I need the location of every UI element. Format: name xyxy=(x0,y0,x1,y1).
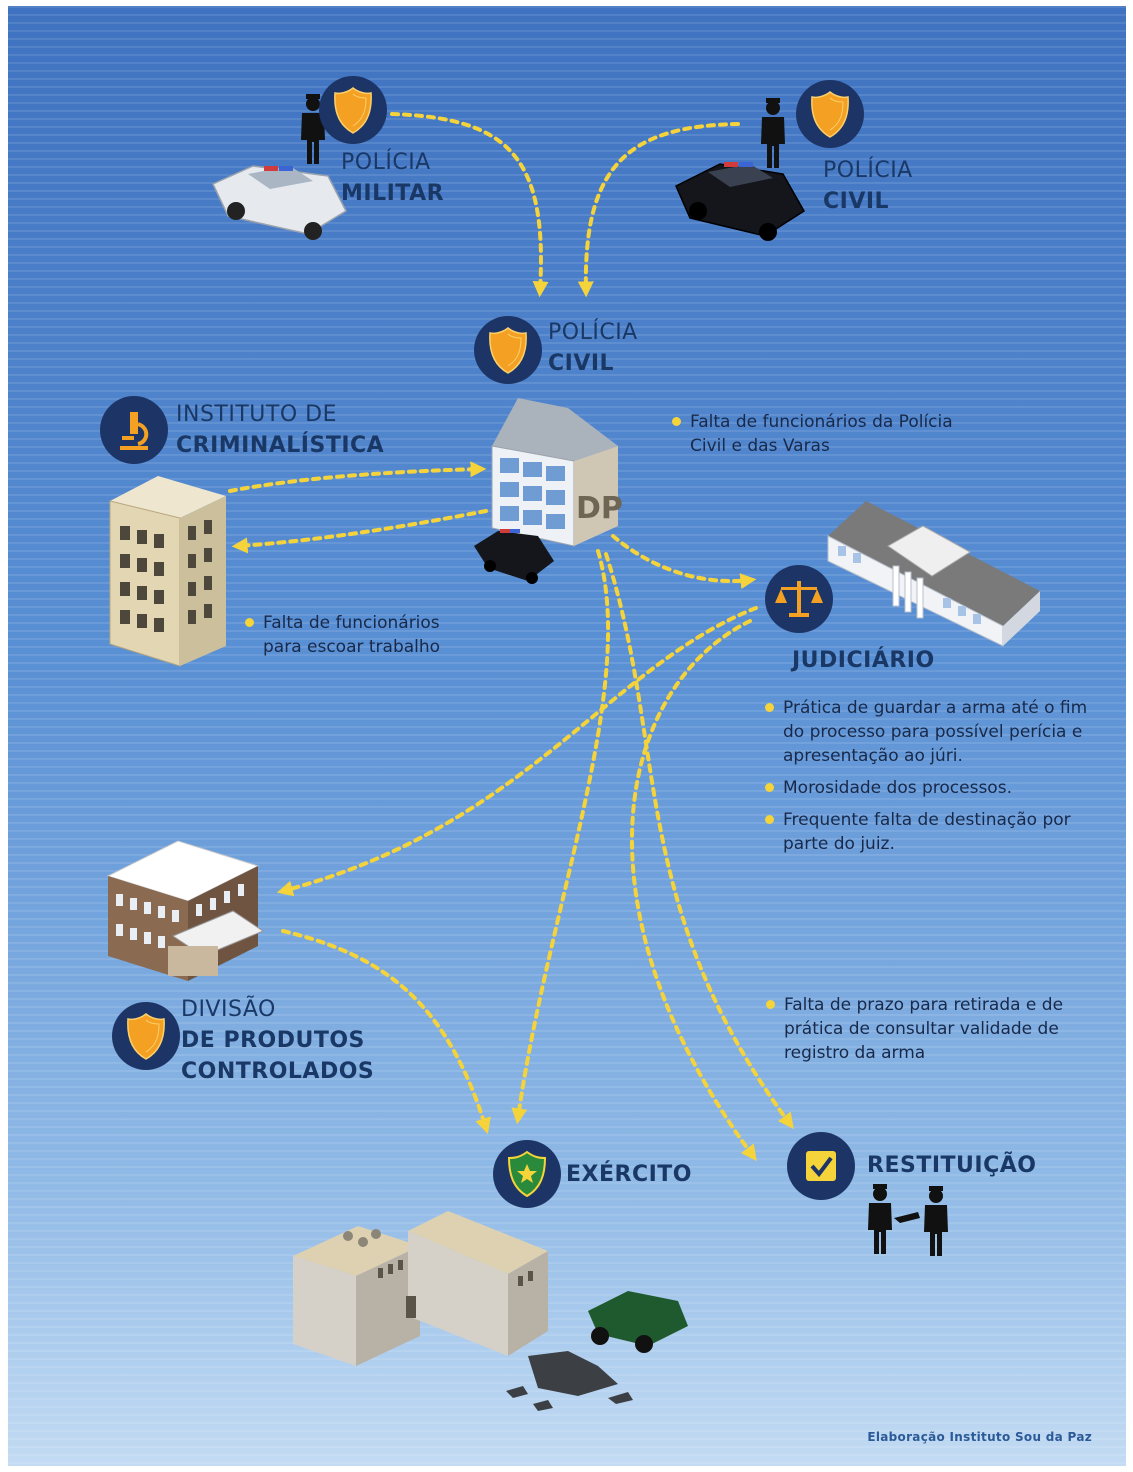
infographic-canvas: DP xyxy=(8,6,1126,1466)
label-instituto-line2: CRIMINALÍSTICA xyxy=(176,433,385,458)
criminalistics-building xyxy=(109,476,226,667)
dp-police-station-building xyxy=(491,398,618,547)
courthouse-building xyxy=(827,501,1040,647)
arrow-pcivil-to-pc xyxy=(577,122,740,298)
label-policia-civil-top: POLÍCIA CIVIL xyxy=(823,155,913,217)
label-policia-militar-line1: POLÍCIA xyxy=(341,150,431,175)
label-policia-militar: POLÍCIA MILITAR xyxy=(341,147,444,209)
note-item: Falta de funcionários para escoar trabal… xyxy=(243,611,483,659)
arrow-judiciario-to-exercito-via xyxy=(630,619,757,1162)
arrow-divisao-to-exercito xyxy=(281,929,491,1135)
label-judiciario: JUDICIÁRIO xyxy=(792,645,935,676)
arrow-dp-to-exercito xyxy=(511,549,610,1125)
label-policia-civil-top-line1: POLÍCIA xyxy=(823,158,913,183)
label-policia-militar-line2: MILITAR xyxy=(341,181,445,206)
label-divisao-produtos-controlados: DIVISÃO DE PRODUTOS CONTROLADOS xyxy=(181,994,374,1087)
note-instituto: Falta de funcionários para escoar trabal… xyxy=(243,611,483,667)
note-item: Falta de funcionários da Polícia Civil e… xyxy=(670,410,970,458)
microscope-icon xyxy=(100,396,168,464)
handed-gun-icon xyxy=(894,1212,920,1223)
credit-text: Elaboração Instituto Sou da Paz xyxy=(867,1430,1092,1444)
flow-arrows xyxy=(228,112,794,1162)
division-badge-icon xyxy=(112,1002,180,1070)
label-policia-civil-center-line2: CIVIL xyxy=(548,351,615,376)
weapons-pile xyxy=(506,1351,633,1411)
civil-officer-figure xyxy=(761,98,785,168)
flow-diagram: DP xyxy=(100,76,1040,1411)
civil-police-badge-icon xyxy=(796,80,864,148)
label-policia-civil-top-line2: CIVIL xyxy=(823,189,890,214)
civil-police-center-badge-icon xyxy=(474,316,542,384)
checkmark-badge-icon xyxy=(787,1132,855,1200)
army-star-badge-icon xyxy=(493,1140,561,1208)
civil-police-car xyxy=(675,162,806,241)
label-divisao-line2: DE PRODUTOS xyxy=(181,1028,365,1053)
label-instituto-line1: INSTITUTO DE xyxy=(176,402,337,427)
label-divisao-line1: DIVISÃO xyxy=(181,997,276,1022)
military-police-badge-icon xyxy=(319,76,387,144)
arrow-dp-to-judiciario xyxy=(611,534,757,590)
label-exercito-line1: EXÉRCITO xyxy=(566,1162,692,1187)
officer-returning-weapon-figure xyxy=(868,1184,892,1254)
label-restituicao-line1: RESTITUIÇÃO xyxy=(867,1153,1037,1178)
arrow-dp-to-instituto xyxy=(231,509,488,554)
note-item: Frequente falta de destinação por parte … xyxy=(763,808,1108,856)
citizen-figure xyxy=(924,1186,948,1256)
note-policia-civil: Falta de funcionários da Polícia Civil e… xyxy=(670,410,970,466)
note-judiciario: Prática de guardar a arma até o fim do p… xyxy=(763,696,1108,864)
label-exercito: EXÉRCITO xyxy=(566,1159,692,1190)
division-building xyxy=(106,840,265,981)
arrow-instituto-to-dp xyxy=(228,461,487,493)
label-policia-civil-center-line1: POLÍCIA xyxy=(548,320,638,345)
army-building xyxy=(293,1211,548,1366)
label-instituto-criminalistica: INSTITUTO DE CRIMINALÍSTICA xyxy=(176,399,384,461)
note-item: Prática de guardar a arma até o fim do p… xyxy=(763,696,1108,768)
label-divisao-line3: CONTROLADOS xyxy=(181,1059,375,1084)
label-judiciario-line1: JUDICIÁRIO xyxy=(792,648,935,673)
dp-police-car xyxy=(474,529,554,584)
arrow-judiciario-to-divisao xyxy=(276,606,758,897)
label-policia-civil-center: POLÍCIA CIVIL xyxy=(548,317,638,379)
note-item: Falta de prazo para retirada e de prátic… xyxy=(764,993,1084,1065)
arrow-dp-to-restituicao xyxy=(604,552,794,1130)
weapon-crushing-car xyxy=(588,1291,688,1353)
dp-sign: DP xyxy=(576,491,623,526)
arrow-pm-to-pc xyxy=(390,112,549,298)
scales-of-justice-icon xyxy=(765,565,833,633)
note-item: Morosidade dos processos. xyxy=(763,776,1108,800)
military-police-car xyxy=(211,165,347,240)
note-restituicao: Falta de prazo para retirada e de prátic… xyxy=(764,993,1084,1073)
label-restituicao: RESTITUIÇÃO xyxy=(867,1150,1036,1181)
